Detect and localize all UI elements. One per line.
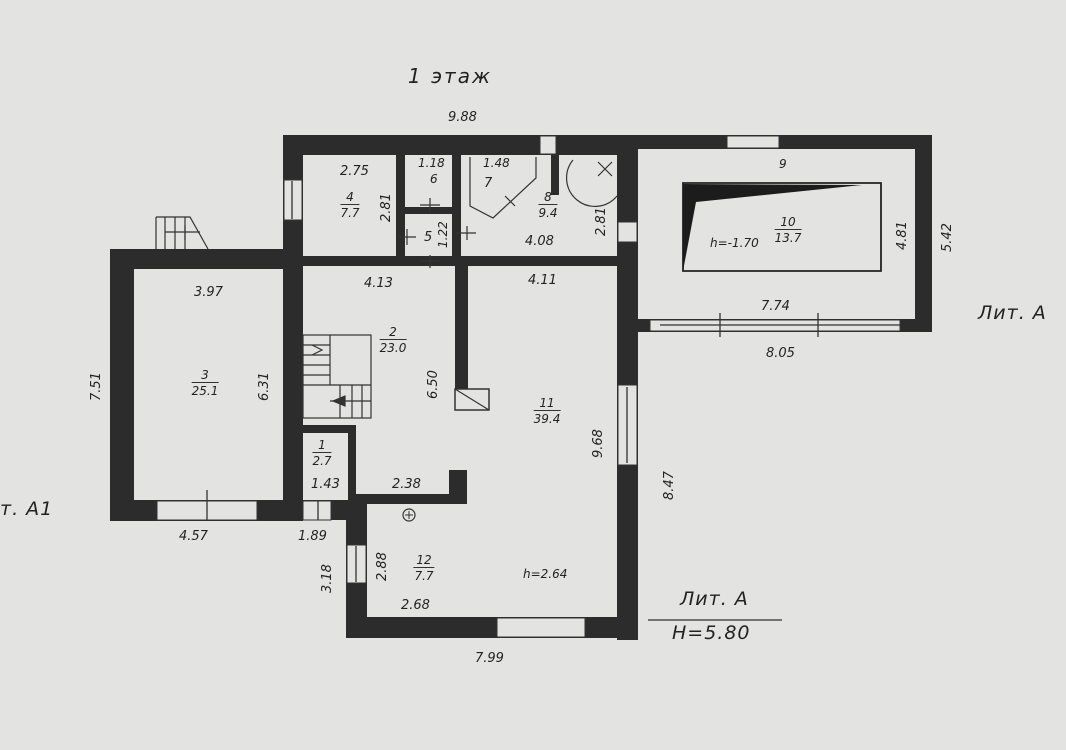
dim-bottom-total: 7.99 xyxy=(475,651,504,666)
dim-corridor-width: 2.38 xyxy=(392,477,421,492)
dim-r3-inner-height: 6.31 xyxy=(257,372,272,401)
lit-a-right: Лит. А xyxy=(978,302,1047,324)
window-top-main xyxy=(539,135,557,155)
dim-r1-bottom: 1.89 xyxy=(298,529,327,544)
wall-annex-right xyxy=(915,135,932,332)
dim-r9-inner-height: 4.81 xyxy=(895,221,910,250)
chimney xyxy=(454,388,490,411)
door-ticks xyxy=(398,198,476,268)
dim-top-total: 9.88 xyxy=(448,110,477,125)
lit-a1-left: т. А1 xyxy=(0,498,54,520)
dim-r5-height: 1.22 xyxy=(436,221,450,248)
dim-r12-outer-height: 3.18 xyxy=(320,564,335,593)
stair-room-2 xyxy=(302,334,372,419)
window-left-main xyxy=(283,179,303,221)
dim-r3-outer-height: 7.51 xyxy=(89,372,104,401)
dim-r3-width: 3.97 xyxy=(194,285,223,300)
dim-r2-width: 4.13 xyxy=(364,276,393,291)
dim-r9-outer-width: 8.05 xyxy=(766,346,795,361)
wall-r7-r8 xyxy=(551,155,559,195)
dim-r8-height: 2.81 xyxy=(594,207,609,236)
wall-r1-right xyxy=(348,425,356,520)
dim-r12-inner-height: 2.88 xyxy=(375,552,390,581)
dim-r7-width: 1.48 xyxy=(483,156,510,170)
dim-r3-bottom: 4.57 xyxy=(179,529,208,544)
dim-r11-height: 9.68 xyxy=(591,429,606,458)
dim-r12-width: 2.68 xyxy=(401,598,430,613)
window-bottom-main xyxy=(496,617,586,638)
lit-a-main: Лит. А xyxy=(680,588,749,610)
lit-a-height: H=5.80 xyxy=(672,622,751,644)
wall-corridor-stub xyxy=(449,470,467,504)
dim-r9-outer-height: 5.42 xyxy=(940,223,955,252)
window-annex-top xyxy=(726,135,780,149)
pit-shading xyxy=(683,184,862,271)
wall-r6-r5 xyxy=(405,207,452,214)
dim-r4-height: 2.81 xyxy=(379,193,394,222)
wall-left-annex-top xyxy=(110,249,303,269)
wall-r6-r7 xyxy=(452,155,461,256)
wall-bottom-main xyxy=(346,617,638,638)
dim-r2-height: 6.50 xyxy=(426,370,441,399)
stair-left xyxy=(155,216,209,250)
dim-r4-width: 2.75 xyxy=(340,164,369,179)
room-6-label: 6 xyxy=(430,172,438,186)
dim-r9-inner-width: 7.74 xyxy=(761,299,790,314)
wall-corridor xyxy=(356,494,467,504)
floor-title: 1 этаж xyxy=(408,64,492,88)
socket-icon xyxy=(402,508,416,522)
wall-left-main xyxy=(283,135,303,520)
dim-r8-width: 4.08 xyxy=(525,234,554,249)
window-r1 xyxy=(302,500,332,521)
dim-right-height: 8.47 xyxy=(662,471,677,500)
wall-row-divider xyxy=(303,256,617,266)
wall-r1-box xyxy=(283,425,356,433)
dim-r11-width: 4.11 xyxy=(528,273,557,288)
door-r8-r9 xyxy=(617,221,638,243)
room-7-label: 7 xyxy=(484,176,493,191)
dim-r6-width: 1.18 xyxy=(418,156,445,170)
r12-height-mark: h=2.64 xyxy=(523,567,568,581)
wall-r4-r6 xyxy=(396,155,405,256)
boiler-icon xyxy=(566,159,618,208)
wall-top-main xyxy=(283,135,638,155)
room-5-label: 5 xyxy=(424,230,433,245)
closet-7 xyxy=(469,157,537,219)
dim-r1-width: 1.43 xyxy=(311,477,340,492)
wall-left-annex-left xyxy=(110,249,134,521)
pit-level: h=-1.70 xyxy=(710,236,759,250)
wall-r2-r11 xyxy=(455,266,468,389)
room-9-label: 9 xyxy=(779,157,787,171)
